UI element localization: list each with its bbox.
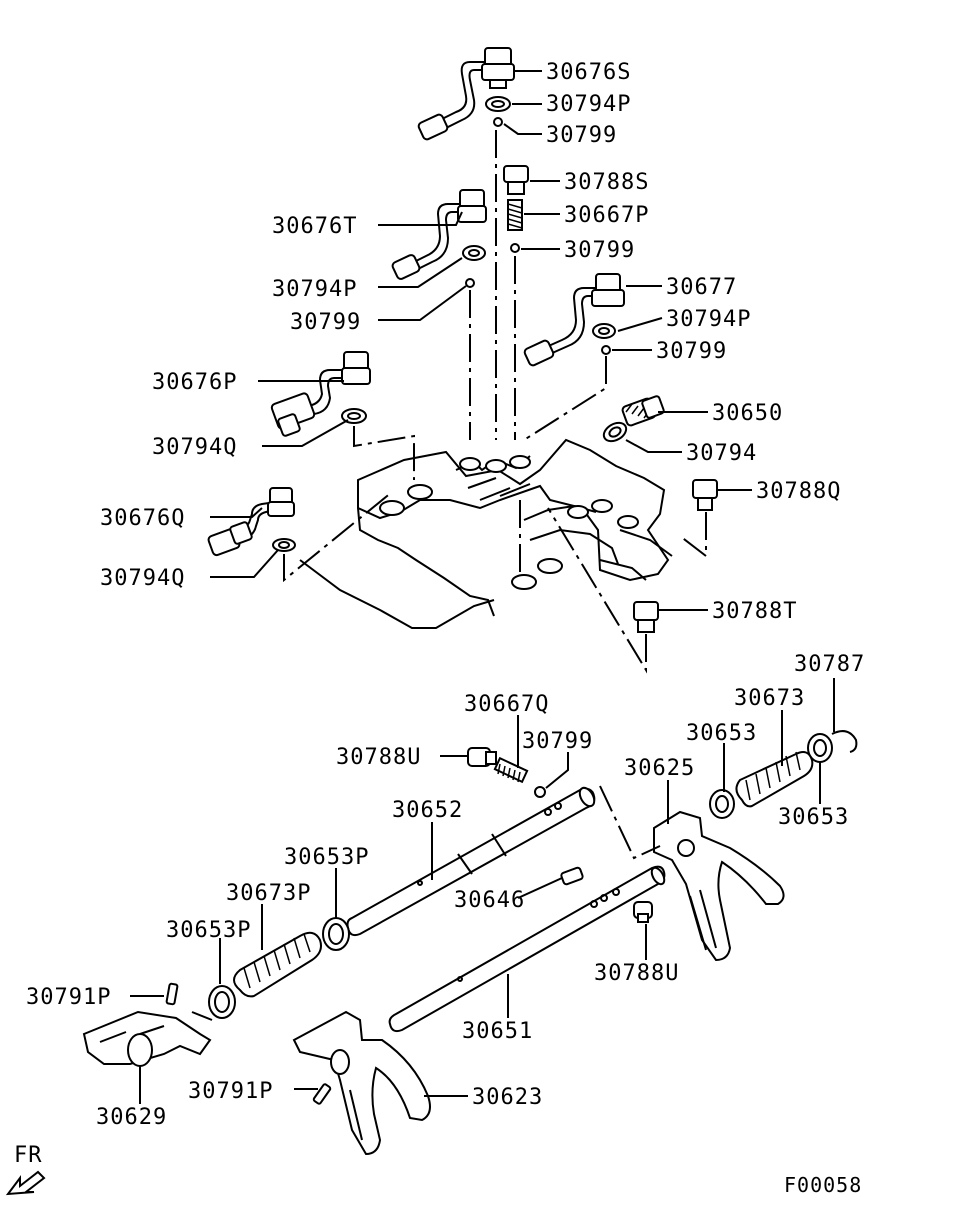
assembly-guide-lines-lower [191,785,661,1021]
label-30629[interactable]: 30629 [96,1105,167,1130]
ball-30799-top[interactable] [493,117,503,127]
plug-30788T[interactable] [633,601,659,633]
label-30794Q-a[interactable]: 30794Q [152,435,237,460]
washer-30794P-top[interactable] [485,96,511,112]
label-30787[interactable]: 30787 [794,652,865,677]
label-30646[interactable]: 30646 [454,888,525,913]
washer-30794Q-b[interactable] [272,538,296,552]
leader-lines [130,70,835,1104]
plug-30788U-lower[interactable] [633,901,653,923]
transmission-case-housing [299,438,673,629]
label-30653P-lower[interactable]: 30653P [166,918,251,943]
label-30794[interactable]: 30794 [686,441,757,466]
label-30799-right[interactable]: 30799 [656,339,727,364]
spring-30673P[interactable] [233,931,322,998]
washer-30794P-right[interactable] [592,323,616,339]
label-30676P[interactable]: 30676P [152,370,237,395]
spring-seat-30653-left[interactable] [709,789,735,819]
plug-30788U-upper[interactable] [467,747,497,767]
label-30673[interactable]: 30673 [734,686,805,711]
ball-30799-lower[interactable] [534,786,546,798]
label-30788U-lower[interactable]: 30788U [594,961,679,986]
plug-30788Q[interactable] [692,479,718,511]
label-30653P-upper[interactable]: 30653P [284,845,369,870]
fr-label: FR [14,1143,43,1168]
spring-pin-30791P-upper[interactable] [165,982,179,1006]
label-30799-lower[interactable]: 30799 [522,729,593,754]
label-30788S[interactable]: 30788S [564,170,649,195]
spring-seat-30653P-upper[interactable] [322,917,350,951]
label-30794P-top[interactable]: 30794P [546,92,631,117]
washer-30794Q-a[interactable] [341,408,367,424]
label-30653-lower[interactable]: 30653 [778,805,849,830]
label-30676S[interactable]: 30676S [546,60,631,85]
label-30788U-upper[interactable]: 30788U [336,745,421,770]
spring-seat-30653-right[interactable] [807,733,833,763]
label-30794P-right[interactable]: 30794P [666,307,751,332]
switch-30677[interactable] [523,273,625,367]
washer-30794P-left[interactable] [462,245,486,261]
label-30799-top[interactable]: 30799 [546,123,617,148]
label-30791P-upper[interactable]: 30791P [26,985,111,1010]
ball-30799-mid[interactable] [510,243,520,253]
shift-fork-30625[interactable] [653,810,785,962]
assembly-guide-lines-upper [283,130,707,674]
label-30667P[interactable]: 30667P [564,203,649,228]
part-labels: 30676S 30794P 30799 30788S 30667P 30799 … [26,60,865,1130]
shift-fork-30623[interactable] [292,1010,431,1156]
label-30653-upper[interactable]: 30653 [686,721,757,746]
label-30650[interactable]: 30650 [712,401,783,426]
shift-rail-30651[interactable] [388,865,667,1033]
label-30651[interactable]: 30651 [462,1019,533,1044]
label-30652[interactable]: 30652 [392,798,463,823]
diagram-code: F00058 [784,1173,862,1197]
label-30676T[interactable]: 30676T [272,214,357,239]
shift-block-30629[interactable] [82,1010,212,1067]
spring-seat-30653P-lower[interactable] [208,985,236,1019]
label-30623[interactable]: 30623 [472,1085,543,1110]
label-30788T[interactable]: 30788T [712,599,797,624]
spring-30667P[interactable] [507,199,523,231]
spring-30667Q[interactable] [493,756,529,784]
snap-ring-30787[interactable] [831,730,858,753]
label-30677[interactable]: 30677 [666,275,737,300]
label-30788Q[interactable]: 30788Q [756,479,841,504]
label-30673P[interactable]: 30673P [226,881,311,906]
spring-pin-30791P-lower[interactable] [312,1083,332,1105]
label-30799-mid[interactable]: 30799 [564,238,635,263]
label-30794P-left[interactable]: 30794P [272,277,357,302]
front-direction-indicator: FR [5,1143,46,1196]
label-30794Q-b[interactable]: 30794Q [100,566,185,591]
pin-30646[interactable] [560,866,584,886]
switch-30676Q[interactable] [207,487,295,557]
label-30791P-lower[interactable]: 30791P [188,1079,273,1104]
gasket-30794[interactable] [601,419,630,445]
label-30667Q[interactable]: 30667Q [464,692,549,717]
ball-30799-right[interactable] [601,345,611,355]
plug-30788S[interactable] [503,165,529,195]
ball-30799-left[interactable] [465,278,475,288]
spring-30673[interactable] [735,751,814,808]
switch-30676P[interactable] [270,351,371,437]
label-30625[interactable]: 30625 [624,756,695,781]
switch-30676T[interactable] [391,189,487,280]
label-30676Q[interactable]: 30676Q [100,506,185,531]
plug-30650[interactable] [621,395,665,427]
label-30799-left[interactable]: 30799 [290,310,361,335]
front-arrow-icon [5,1170,46,1196]
